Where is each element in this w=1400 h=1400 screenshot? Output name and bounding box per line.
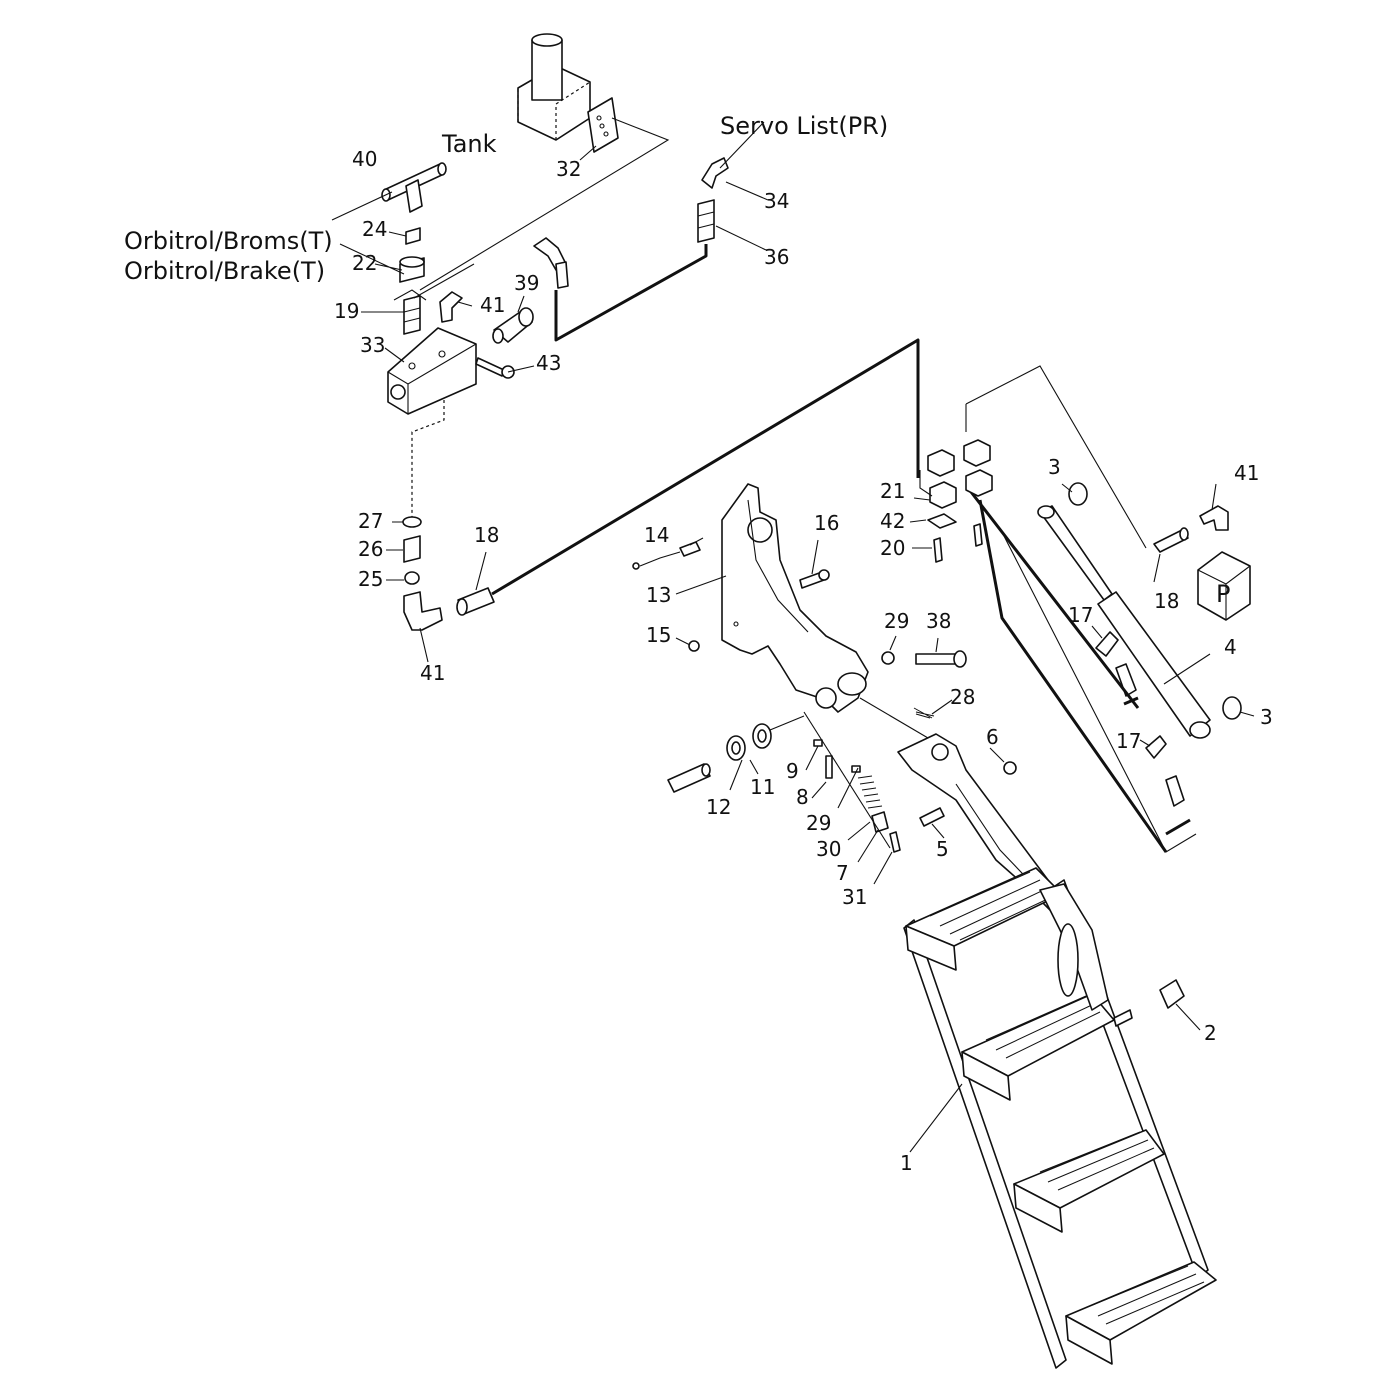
bracket-13 — [721, 483, 869, 713]
elbow-fitting-41-right — [1199, 505, 1229, 531]
fitting-17-lower — [1145, 735, 1185, 807]
bearing-11 — [726, 723, 772, 761]
bolt-38 — [915, 650, 967, 668]
part-number-6: 6 — [986, 725, 999, 749]
servo-list-label: Servo List(PR) — [720, 112, 888, 140]
part-number-43: 43 — [536, 351, 561, 375]
tank-label: Tank — [441, 130, 497, 158]
part-number-18-left: 18 — [474, 523, 499, 547]
spring-30 — [851, 765, 883, 809]
part-number-1: 1 — [900, 1151, 913, 1175]
part-number-27: 27 — [358, 509, 383, 533]
fitting-22 — [399, 256, 425, 283]
part-number-41-right: 41 — [1234, 461, 1259, 485]
screw-20 — [933, 523, 983, 563]
part-number-42: 42 — [880, 509, 905, 533]
washer-25 — [404, 571, 420, 585]
elbow-fitting-34 — [701, 157, 729, 189]
part-number-12: 12 — [706, 795, 731, 819]
gasket-plate-32 — [587, 97, 619, 153]
part-number-38: 38 — [926, 609, 951, 633]
valve-39 — [492, 307, 534, 344]
bolt-16 — [799, 569, 830, 589]
elbow-fitting-41-lower — [403, 591, 443, 631]
fitting-19 — [403, 295, 421, 335]
part-number-41-lower: 41 — [420, 661, 445, 685]
part-number-4: 4 — [1224, 635, 1237, 659]
hose-fitting-upper — [533, 237, 569, 289]
tee-fitting-40 — [381, 162, 447, 213]
hose-18-left — [456, 587, 495, 616]
pin-14 — [632, 541, 701, 570]
part-number-31: 31 — [842, 885, 867, 909]
washer-27 — [402, 516, 422, 528]
part-number-20: 20 — [880, 536, 905, 560]
part-number-28: 28 — [950, 685, 975, 709]
part-number-18-right: 18 — [1154, 589, 1179, 613]
port-block-p — [1197, 551, 1251, 621]
part-number-29-lower: 29 — [806, 811, 831, 835]
bolt-5 — [919, 807, 945, 827]
elbow-fitting-41-top — [439, 291, 463, 323]
part-number-22: 22 — [352, 251, 377, 275]
part-number-2: 2 — [1204, 1021, 1217, 1045]
bolt-8 — [825, 755, 833, 779]
part-number-34: 34 — [764, 189, 789, 213]
part-number-25: 25 — [358, 567, 383, 591]
part-number-3-upper: 3 — [1048, 455, 1061, 479]
snap-ring-3-upper — [1068, 482, 1088, 506]
fitting-24 — [405, 227, 421, 245]
part-number-16: 16 — [814, 511, 839, 535]
part-number-30: 30 — [816, 837, 841, 861]
part-number-33: 33 — [360, 333, 385, 357]
pump-unit — [517, 33, 591, 141]
part-number-5: 5 — [936, 837, 949, 861]
fitting-36 — [697, 199, 715, 243]
part-number-24: 24 — [362, 217, 387, 241]
part-number-29-upper: 29 — [884, 609, 909, 633]
nut-15 — [688, 640, 700, 652]
washer-29-upper — [881, 651, 895, 665]
part-number-41-top: 41 — [480, 293, 505, 317]
part-number-3-lower: 3 — [1260, 705, 1273, 729]
part-number-36: 36 — [764, 245, 789, 269]
orbitrol-broms-label: Orbitrol/Broms(T) — [124, 227, 333, 255]
orbitrol-brake-label: Orbitrol/Brake(T) — [124, 257, 325, 285]
leader-lines — [331, 121, 1255, 1153]
part-number-19: 19 — [334, 299, 359, 323]
spring-28 — [913, 707, 935, 719]
spacer-9 — [813, 739, 823, 747]
part-number-39: 39 — [514, 271, 539, 295]
port-p-label: P — [1216, 580, 1230, 608]
part-number-17-lower: 17 — [1116, 729, 1141, 753]
part-number-40: 40 — [352, 147, 377, 171]
cylinder-4 — [1037, 505, 1211, 739]
fitting-26 — [403, 535, 421, 563]
bolt-43 — [475, 357, 515, 379]
bolt-31 — [889, 831, 901, 853]
part-number-17-upper: 17 — [1068, 603, 1093, 627]
plate-42 — [927, 513, 957, 529]
pin-12 — [667, 763, 711, 793]
part-number-32: 32 — [556, 157, 581, 181]
part-number-11: 11 — [750, 775, 775, 799]
part-number-26: 26 — [358, 537, 383, 561]
part-number-15: 15 — [646, 623, 671, 647]
part-number-8: 8 — [796, 785, 809, 809]
blocks-21 — [927, 439, 993, 509]
part-number-21: 21 — [880, 479, 905, 503]
part-number-14: 14 — [644, 523, 669, 547]
part-number-7: 7 — [836, 861, 849, 885]
valve-block-33 — [387, 327, 477, 415]
ladder-1 — [903, 867, 1217, 1369]
sleeve-7 — [871, 811, 889, 833]
hose-18-right — [1153, 527, 1189, 553]
part-number-9: 9 — [786, 759, 799, 783]
snap-ring-3-lower — [1222, 696, 1242, 720]
nut-6 — [1003, 761, 1017, 775]
part-number-13: 13 — [646, 583, 671, 607]
pin-2 — [1113, 979, 1185, 1027]
